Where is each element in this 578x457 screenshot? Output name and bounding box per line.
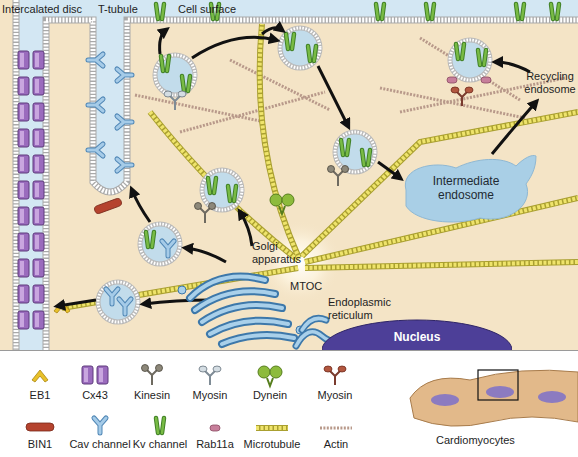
legend-label: Dynein bbox=[235, 389, 305, 402]
actin-filaments bbox=[135, 38, 565, 132]
legend-label: Kinesin bbox=[117, 389, 187, 402]
kv-channels bbox=[146, 4, 559, 247]
legend-label: Myosin bbox=[175, 389, 245, 402]
microtubules bbox=[62, 24, 578, 308]
legend-label: BIN1 bbox=[5, 438, 75, 451]
part-label: T-tubule bbox=[98, 3, 138, 16]
nucleus: Nucleus bbox=[322, 318, 512, 350]
node-label: Endoplasmic reticulum bbox=[328, 296, 402, 322]
legend-label: Actin bbox=[301, 438, 371, 451]
plasma-membrane bbox=[16, 0, 578, 350]
part-label: MTOC bbox=[290, 280, 322, 293]
part-label: Intercalated disc bbox=[2, 3, 82, 16]
node-label: Golgi apparatus bbox=[252, 240, 316, 266]
trafficking-arrows bbox=[58, 28, 536, 306]
part-label: Cardiomyocytes bbox=[436, 434, 515, 447]
cardiomyocyte-inset bbox=[410, 370, 578, 426]
cytoplasm bbox=[0, 0, 578, 350]
gap-junctions bbox=[18, 51, 44, 329]
part-label: Cell surface bbox=[178, 3, 236, 16]
legend-label: Cx43 bbox=[60, 389, 130, 402]
node-label: Nucleus bbox=[322, 330, 512, 344]
legend-label: Kv channel bbox=[125, 438, 195, 451]
legend-band bbox=[0, 350, 578, 457]
legend-label: Rab11a bbox=[180, 438, 250, 451]
endosome-compartment: Intermediate endosome bbox=[398, 152, 538, 228]
legend-symbols bbox=[26, 365, 352, 434]
node-label: Intermediate endosome bbox=[410, 174, 522, 202]
legend-label: Microtubule bbox=[237, 438, 307, 451]
legend-label: EB1 bbox=[5, 389, 75, 402]
legend-label: Cav channel bbox=[65, 438, 135, 451]
part-label: Recycling endosome bbox=[522, 70, 578, 96]
cav-channels bbox=[88, 54, 174, 314]
legend-label: Myosin bbox=[300, 389, 370, 402]
